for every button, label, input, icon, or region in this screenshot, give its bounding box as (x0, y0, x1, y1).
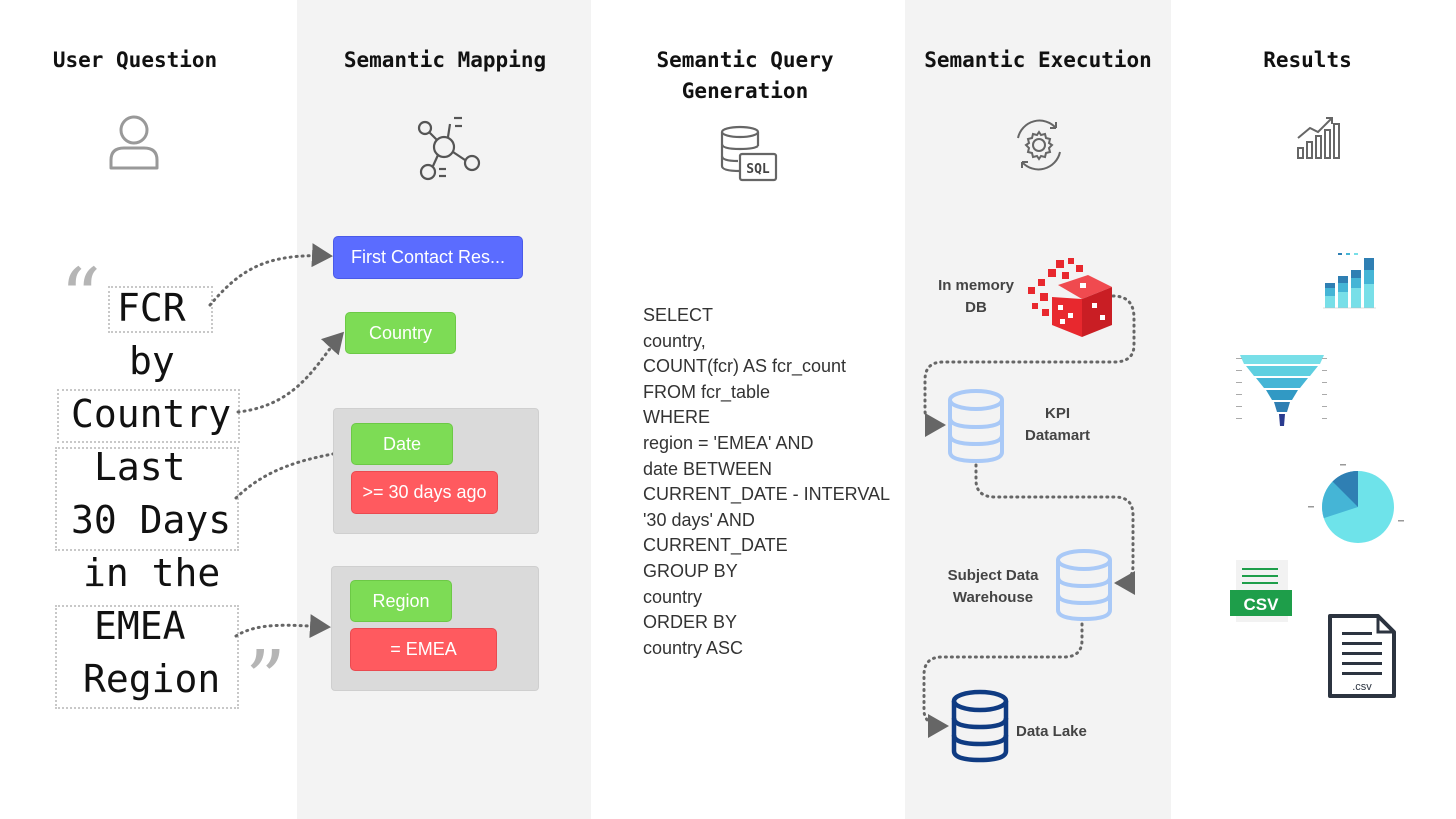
highlight-box-fcr (108, 286, 213, 333)
highlight-box-country (57, 389, 240, 443)
question-word-country: Country (71, 392, 232, 436)
question-word-last: Last (94, 445, 186, 489)
question-word-region: Region (83, 657, 221, 701)
sql-query: SELECT country, COUNT(fcr) AS fcr_count … (643, 305, 891, 658)
chip-region: Region (350, 580, 452, 622)
pie-chart-icon (1308, 464, 1404, 543)
connector-inmemory-to-kpi (923, 294, 1136, 437)
svg-text:SQL: SQL (746, 162, 770, 177)
question-word-by: by (129, 339, 175, 383)
gear-cycle-icon (1017, 119, 1061, 171)
column-title-semantic-execution: Semantic Execution (924, 48, 1152, 72)
funnel-chart-icon (1236, 355, 1327, 426)
chip-date: Date (351, 423, 453, 465)
chip-date-filter: >= 30 days ago (351, 471, 498, 514)
chip-region-filter: = EMEA (350, 628, 497, 671)
connector-sdw-to-lake (922, 622, 1084, 738)
data-lake-label: Data Lake (1016, 723, 1087, 740)
user-icon (109, 115, 159, 170)
title-line-1: Semantic Query (656, 48, 834, 72)
chip-country: Country (345, 312, 456, 354)
csv-file-ext-text: .csv (1352, 681, 1372, 693)
column-title-results: Results (1263, 48, 1352, 72)
label-line-2: DB (965, 299, 987, 316)
kpi-datamart-label: KPI Datamart (1010, 403, 1105, 447)
question-word-30-days: 30 Days (71, 498, 232, 542)
title-line-2: Generation (681, 79, 809, 103)
question-word-in-the: in the (83, 551, 221, 595)
column-title-user-question: User Question (52, 48, 218, 72)
connector-country (236, 331, 345, 414)
subject-data-warehouse-db-icon (1056, 549, 1112, 622)
subject-data-warehouse-label: Subject Data Warehouse (938, 565, 1048, 609)
open-quote-mark: “ (60, 251, 101, 344)
highlight-box-emea-region (55, 605, 239, 709)
label-line-1: Subject Data (947, 567, 1039, 584)
in-memory-db-label: In memory DB (930, 275, 1022, 319)
csv-file-icon: CSV (1230, 560, 1292, 622)
label-line-2: Warehouse (952, 589, 1034, 606)
connector-region (234, 614, 331, 639)
question-word-fcr: FCR (117, 286, 186, 330)
connector-fcr (208, 243, 333, 307)
label-line-2: Datamart (1024, 427, 1091, 444)
csv-badge-text: CSV (1244, 595, 1280, 614)
document-file-icon: .csv (1328, 614, 1396, 698)
column-title-query-generation: Semantic Query Generation (620, 45, 870, 107)
label-line-1: KPI (1044, 405, 1070, 422)
chip-first-contact-resolution: First Contact Res... (333, 236, 523, 279)
in-memory-db-icon (1028, 258, 1112, 337)
network-nodes-icon (417, 116, 481, 181)
data-lake-db-icon (951, 689, 1009, 763)
kpi-datamart-db-icon (948, 389, 1004, 464)
label-line-1: In memory (938, 277, 1014, 294)
highlight-box-last-30-days (55, 447, 239, 551)
close-quote-mark: ” (245, 633, 286, 726)
column-title-semantic-mapping: Semantic Mapping (343, 48, 547, 72)
stacked-bar-chart-icon (1322, 252, 1376, 312)
growth-bar-chart-icon (1297, 117, 1340, 159)
question-word-emea: EMEA (94, 604, 186, 648)
sql-database-icon: SQL (720, 125, 778, 182)
